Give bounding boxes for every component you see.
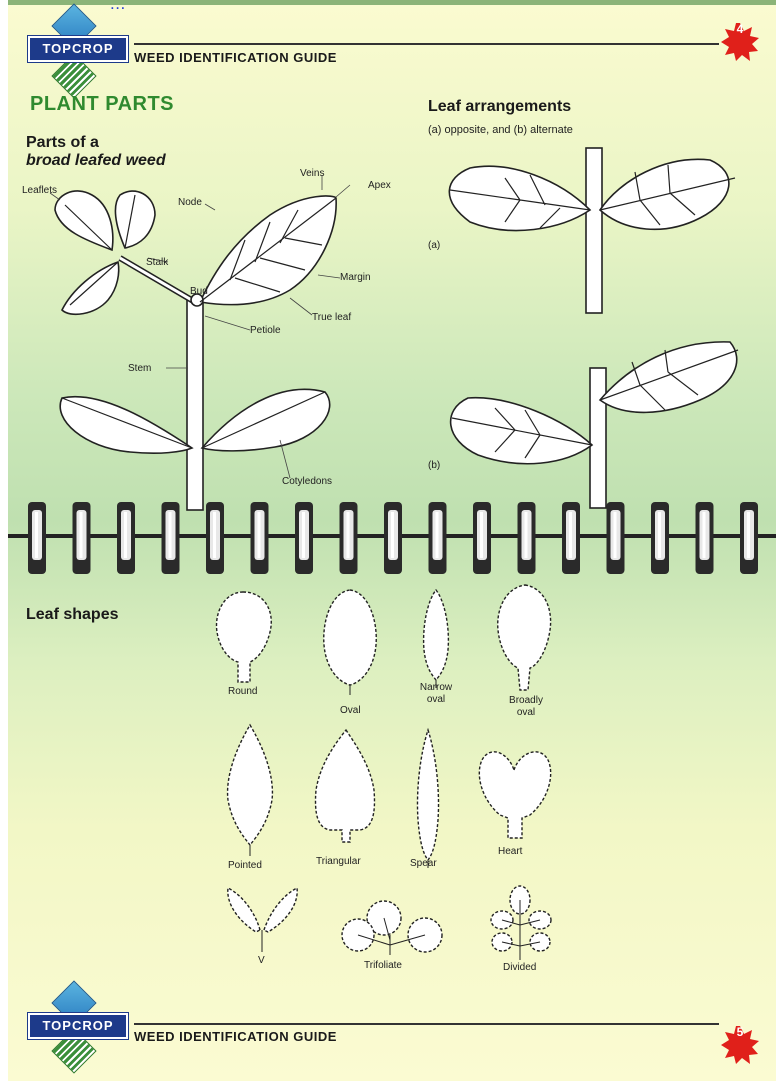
binding-coil (28, 502, 46, 574)
shape-triangular (316, 730, 375, 842)
page-number-badge-bottom: 5 (720, 1025, 760, 1065)
shape-round (217, 592, 272, 682)
label-v: V (258, 955, 265, 966)
label-bud: Bud (190, 286, 208, 297)
label-stem: Stem (128, 363, 151, 374)
label-leaflets: Leaflets (22, 185, 57, 196)
binding-coil (740, 502, 758, 574)
binding-coil (429, 502, 447, 574)
label-veins: Veins (300, 168, 324, 179)
label-apex: Apex (368, 180, 391, 191)
binding-coil (73, 502, 91, 574)
label-triangular: Triangular (316, 856, 361, 867)
label-narrow-oval: Narrow oval (410, 682, 462, 706)
label-broadly-oval: Broadly oval (500, 695, 552, 719)
shape-oval (324, 590, 377, 685)
label-pointed: Pointed (228, 860, 262, 871)
label-node: Node (178, 197, 202, 208)
label-divided: Divided (503, 962, 536, 973)
arrangement-alternate (451, 342, 737, 508)
label-trifoliate: Trifoliate (364, 960, 402, 971)
label-round: Round (228, 686, 257, 697)
label-petiole: Petiole (250, 325, 281, 336)
binding-coil (562, 502, 580, 574)
leaflet-1 (55, 191, 113, 250)
label-heart: Heart (498, 846, 522, 857)
label-arrangement-b: (b) (428, 460, 440, 471)
binding-coil (473, 502, 491, 574)
shape-pointed (228, 725, 273, 845)
binding-coil (251, 502, 269, 574)
binding-coil (295, 502, 313, 574)
label-true-leaf: True leaf (312, 312, 351, 323)
spiral-binding (8, 502, 776, 582)
shape-v-right (264, 888, 297, 932)
binding-coil (384, 502, 402, 574)
binding-coil (696, 502, 714, 574)
shape-narrow-oval (424, 590, 449, 680)
binding-coil (651, 502, 669, 574)
leaflet-2 (115, 191, 155, 248)
binding-coil (518, 502, 536, 574)
binding-coil (162, 502, 180, 574)
stem-shape (187, 300, 203, 510)
label-cotyledons: Cotyledons (282, 476, 332, 487)
label-oval: Oval (340, 705, 361, 716)
leaf-shape-drawings (217, 585, 551, 952)
shape-v-left (228, 888, 260, 932)
guide-title-bottom: WEED IDENTIFICATION GUIDE (134, 1029, 337, 1044)
binding-coil (117, 502, 135, 574)
label-spear: Spear (410, 858, 437, 869)
brand-logo-bottom: TOPCROP (28, 1013, 128, 1039)
leaf-shapes-heading: Leaf shapes (26, 606, 118, 624)
label-margin: Margin (340, 272, 371, 283)
shape-spear (417, 730, 438, 860)
header-divider-bottom (134, 1023, 719, 1025)
shape-heart (479, 752, 550, 838)
binding-coil (607, 502, 625, 574)
page-number-bottom: 5 (720, 1025, 760, 1065)
label-arrangement-a: (a) (428, 240, 440, 251)
label-stalk: Stalk (146, 257, 168, 268)
shape-broadly-oval (498, 585, 551, 690)
binding-coil (206, 502, 224, 574)
leaflet-3 (62, 262, 119, 314)
bottom-header: TOPCROP WEED IDENTIFICATION GUIDE (28, 1005, 768, 1045)
binding-coil (340, 502, 358, 574)
arrangement-opposite (449, 148, 729, 313)
